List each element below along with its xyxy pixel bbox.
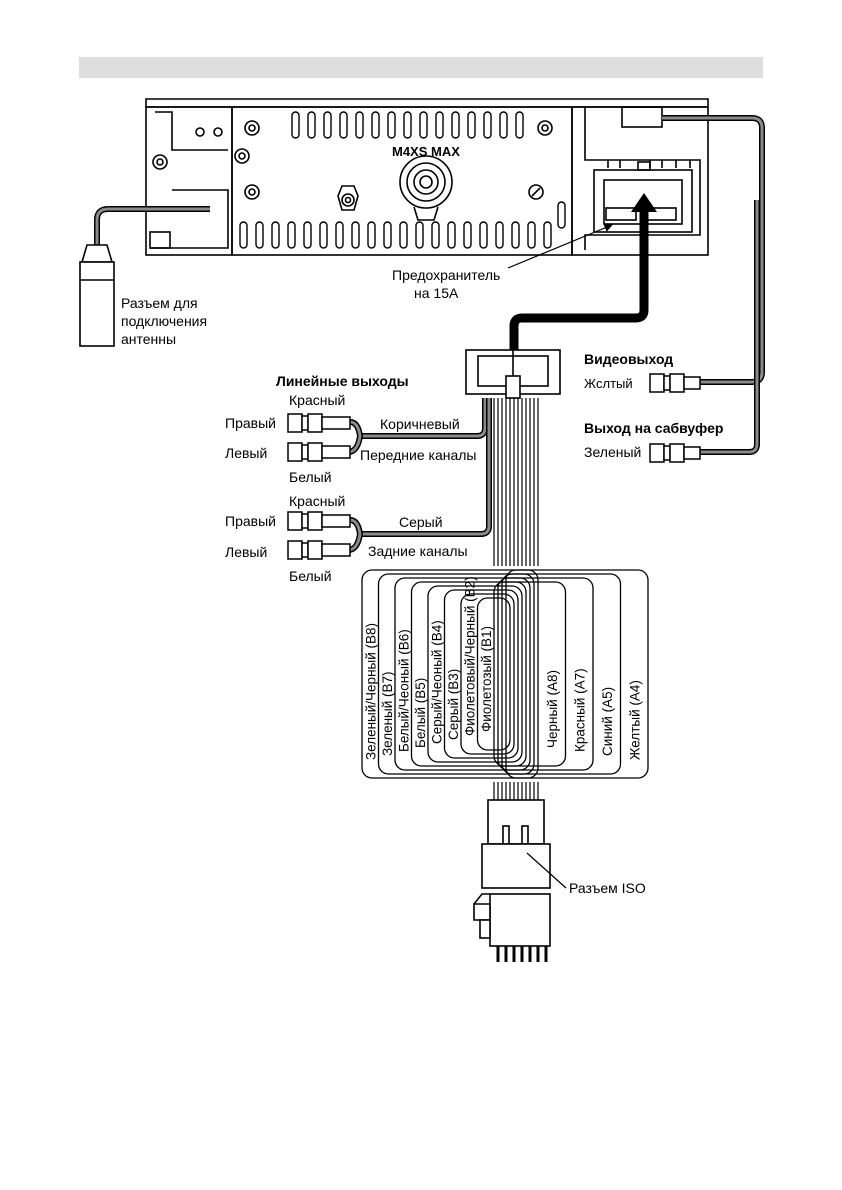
- fuse-label-1: Предохранитель: [392, 267, 500, 283]
- wire-label: Фиолетозый (B1): [479, 626, 494, 732]
- iso-label: Разъем ISO: [569, 880, 646, 896]
- wire-loop: [394, 577, 531, 771]
- wire-label: Синий (A5): [600, 687, 615, 756]
- subwoofer-rca: [649, 443, 701, 463]
- antenna-label-2: подключения: [121, 313, 207, 329]
- iso-pins: [496, 946, 548, 962]
- wire-label: Белый/Чеоный (B6): [396, 629, 411, 752]
- wire-label: Зеленый (B7): [380, 671, 395, 756]
- wire-loop: [377, 573, 535, 775]
- wire-label: Серый/Чеоный (B4): [429, 620, 444, 744]
- vent-slots-bottom: [239, 201, 566, 249]
- rear-wire-color: Серый: [399, 514, 443, 530]
- wire-label: Фиолетовый/Черный (B2): [462, 576, 477, 736]
- subwoofer-color: Зеленый: [584, 444, 641, 460]
- front-left: Левый: [225, 445, 267, 461]
- video-out-title: Видеовыход: [584, 351, 673, 367]
- antenna-cable: [94, 206, 210, 245]
- wire-loop: [361, 569, 539, 779]
- rear-right: Правый: [225, 513, 276, 529]
- front-bottom-color: Белый: [289, 469, 332, 485]
- antenna-plug: [79, 244, 115, 347]
- rear-channel: Задние каналы: [368, 543, 468, 559]
- center-socket: [399, 155, 453, 221]
- rear-bottom-color: Белый: [289, 568, 332, 584]
- rear-left: Левый: [225, 544, 267, 560]
- video-out-rca: [649, 373, 701, 393]
- rear-rca-plugs: [287, 511, 351, 560]
- iso-leader: [526, 852, 567, 889]
- front-wire-color: Коричневый: [380, 416, 460, 432]
- wire-bundle-bottom: [493, 782, 539, 800]
- iso-connector: [473, 799, 551, 947]
- connection-arrow: [509, 193, 657, 352]
- wire-labels: Зеленый/Черный (B8)Зеленый (B7)Белый/Чео…: [363, 576, 642, 760]
- line-out-cables: [348, 398, 492, 553]
- wire-loop: [493, 581, 567, 767]
- front-rca-plugs: [287, 413, 351, 462]
- harness-connector: [465, 349, 561, 399]
- antenna-label-3: антенны: [121, 331, 176, 347]
- wire-loop: [497, 577, 594, 771]
- wire-label: Желтый (A4): [627, 680, 642, 760]
- wire-loop: [501, 573, 622, 775]
- antenna-label-1: Разъем для: [121, 295, 198, 311]
- wire-bundle: [493, 398, 539, 566]
- wire-loop: [443, 589, 519, 759]
- video-out-color: Жслтый: [584, 376, 633, 391]
- wire-label: Зеленый/Черный (B8): [363, 623, 378, 760]
- wire-loop: [505, 569, 649, 779]
- unit-model-label: M4XS MAX: [392, 144, 460, 159]
- wire-loops: [361, 569, 649, 779]
- head-unit: [145, 98, 709, 256]
- video-sub-cables: [662, 115, 765, 455]
- wire-loop: [460, 593, 515, 755]
- front-top-color: Красный: [289, 392, 345, 408]
- wire-loop: [410, 581, 527, 767]
- wire-label: Белый (B5): [413, 678, 428, 748]
- fuse-label-2: на 15А: [414, 285, 459, 301]
- wire-label: Красный (A7): [572, 668, 587, 752]
- wire-label: Черный (A8): [545, 670, 560, 748]
- vent-slots-top: [291, 111, 524, 139]
- front-right: Правый: [225, 415, 276, 431]
- subwoofer-title: Выход на сабвуфер: [584, 420, 723, 436]
- header-bar: [79, 57, 763, 78]
- wire-loop: [427, 585, 523, 763]
- rear-top-color: Красный: [289, 493, 345, 509]
- wire-label: Серый (B3): [446, 669, 461, 740]
- front-channel: Передние каналы: [360, 447, 476, 463]
- fuse-leader: [507, 224, 613, 269]
- line-out-title: Линейные выходы: [276, 373, 409, 389]
